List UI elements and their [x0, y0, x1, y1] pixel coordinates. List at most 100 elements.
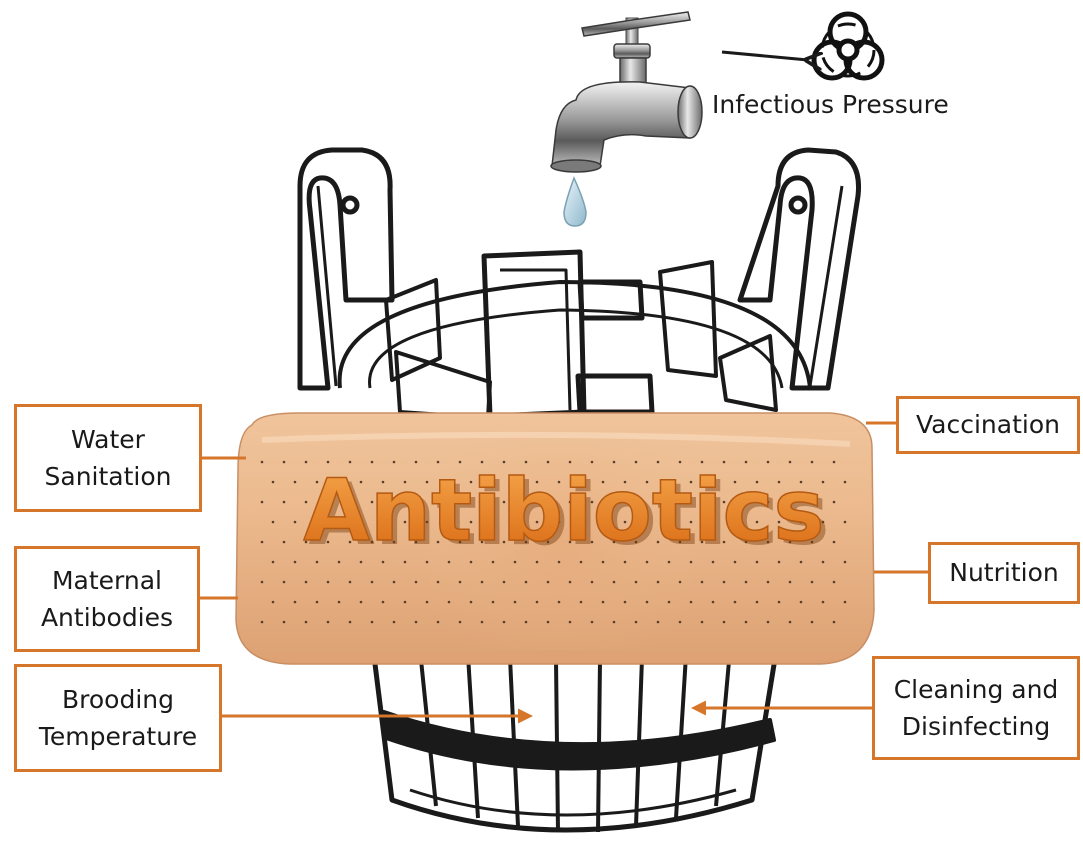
perforation-dot: [613, 621, 616, 624]
perforation-dot: [514, 601, 517, 604]
perforation-dot: [261, 501, 264, 504]
perforation-dot: [272, 561, 275, 564]
perforation-dot: [294, 601, 297, 604]
cleaning-disinfecting-box: Cleaning andDisinfecting: [872, 656, 1080, 760]
biohazard-icon: [814, 14, 882, 78]
perforation-dot: [261, 541, 264, 544]
perforation-dot: [580, 601, 583, 604]
perforation-dot: [283, 621, 286, 624]
perforation-dot: [558, 601, 561, 604]
perforation-dot: [294, 481, 297, 484]
perforation-dot: [503, 621, 506, 624]
vaccination-box: Vaccination: [896, 396, 1080, 454]
perforation-dot: [283, 541, 286, 544]
perforation-dot: [382, 601, 385, 604]
perforation-dot: [404, 601, 407, 604]
bucket-band: [384, 712, 774, 769]
perforation-dot: [525, 581, 528, 584]
perforation-dot: [294, 561, 297, 564]
perforation-dot: [789, 581, 792, 584]
perforation-dot: [492, 601, 495, 604]
nutrition-box: Nutrition: [928, 542, 1080, 604]
perforation-dot: [811, 621, 814, 624]
perforation-dot: [305, 581, 308, 584]
perforation-dot: [822, 601, 825, 604]
perforation-dot: [360, 601, 363, 604]
perforation-dot: [833, 501, 836, 504]
perforation-dot: [547, 621, 550, 624]
perforation-dot: [679, 581, 682, 584]
cleaning-line-2: Disinfecting: [894, 708, 1059, 746]
brooding-temperature-line-2: Temperature: [39, 718, 197, 756]
perforation-dot: [448, 601, 451, 604]
perforation-dot: [591, 581, 594, 584]
perforation-dot: [481, 581, 484, 584]
perforation-dot: [272, 521, 275, 524]
infectious-pressure-label: Infectious Pressure: [712, 90, 949, 119]
perforation-dot: [459, 621, 462, 624]
perforation-dot: [415, 581, 418, 584]
perforation-dot: [261, 621, 264, 624]
maternal-antibodies-line-1: Maternal: [41, 562, 173, 600]
infectious-pressure-arrow: [722, 52, 808, 60]
perforation-dot: [283, 461, 286, 464]
maternal-antibodies-box: MaternalAntibodies: [14, 546, 200, 652]
cleaning-line-1: Cleaning and: [894, 671, 1059, 709]
perforation-dot: [525, 621, 528, 624]
perforation-dot: [624, 601, 627, 604]
perforation-dot: [701, 581, 704, 584]
perforation-dot: [338, 601, 341, 604]
perforation-dot: [459, 581, 462, 584]
perforation-dot: [833, 541, 836, 544]
perforation-dot: [756, 601, 759, 604]
perforation-dot: [800, 601, 803, 604]
perforation-dot: [723, 621, 726, 624]
perforation-dot: [723, 581, 726, 584]
perforation-dot: [426, 601, 429, 604]
perforation-dot: [327, 581, 330, 584]
perforation-dot: [767, 581, 770, 584]
nutrition-label: Nutrition: [949, 554, 1058, 592]
perforation-dot: [767, 621, 770, 624]
perforation-dot: [349, 621, 352, 624]
faucet-icon: [551, 12, 702, 172]
perforation-dot: [712, 601, 715, 604]
perforation-dot: [283, 501, 286, 504]
vaccination-label: Vaccination: [916, 406, 1060, 444]
perforation-dot: [305, 621, 308, 624]
perforation-dot: [657, 621, 660, 624]
perforation-dot: [349, 581, 352, 584]
perforation-dot: [657, 581, 660, 584]
maternal-antibodies-line-2: Antibodies: [41, 599, 173, 637]
perforation-dot: [371, 621, 374, 624]
perforation-dot: [745, 621, 748, 624]
perforation-dot: [569, 621, 572, 624]
perforation-dot: [844, 601, 847, 604]
perforation-dot: [294, 521, 297, 524]
perforation-dot: [393, 581, 396, 584]
perforation-dot: [591, 621, 594, 624]
perforation-dot: [635, 581, 638, 584]
perforation-dot: [393, 621, 396, 624]
perforation-dot: [646, 601, 649, 604]
perforation-dot: [844, 481, 847, 484]
perforation-dot: [844, 561, 847, 564]
perforation-dot: [316, 601, 319, 604]
perforation-dot: [789, 621, 792, 624]
perforation-dot: [668, 601, 671, 604]
water-sanitation-line-1: Water: [45, 421, 172, 459]
brooding-temperature-line-1: Brooding: [39, 681, 197, 719]
perforation-dot: [690, 601, 693, 604]
perforation-dot: [734, 601, 737, 604]
brooding-temperature-box: BroodingTemperature: [14, 664, 222, 772]
water-drop-icon: [564, 178, 586, 226]
perforation-dot: [261, 461, 264, 464]
perforation-dot: [327, 621, 330, 624]
perforation-dot: [481, 621, 484, 624]
perforation-dot: [701, 621, 704, 624]
perforation-dot: [635, 621, 638, 624]
perforation-dot: [602, 601, 605, 604]
perforation-dot: [272, 601, 275, 604]
